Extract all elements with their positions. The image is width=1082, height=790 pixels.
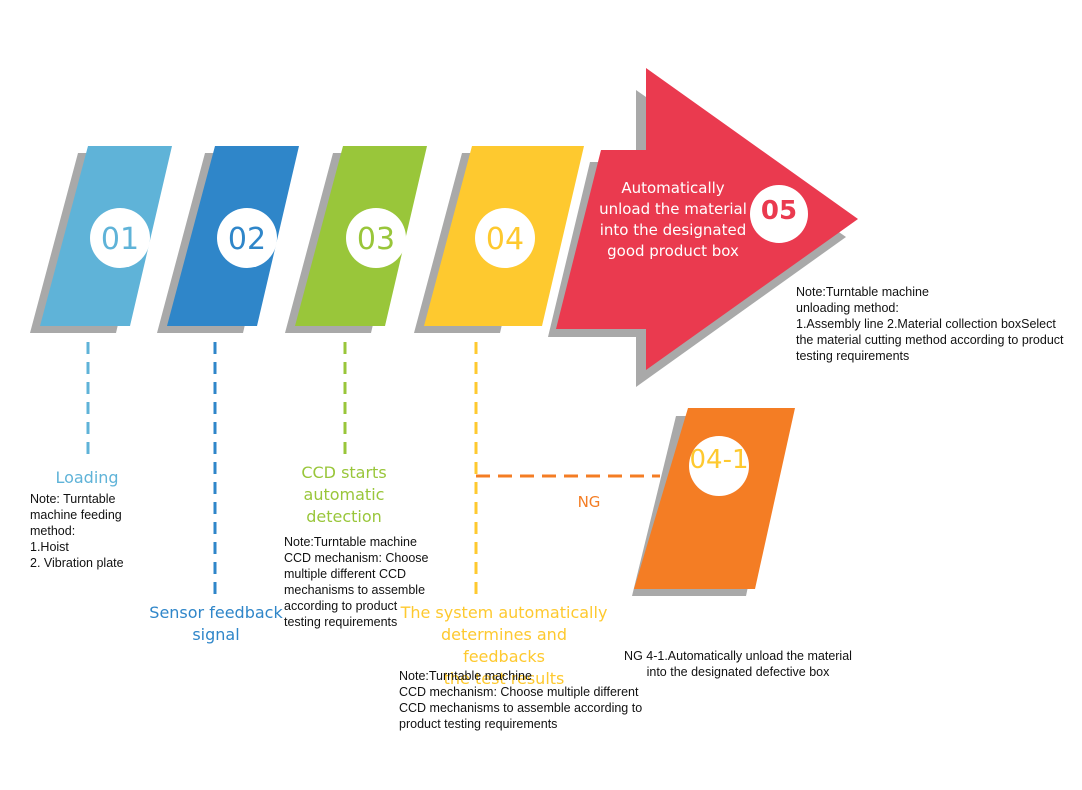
step-05-number: 05	[761, 196, 797, 226]
step-01-circle	[90, 208, 150, 268]
step-02-number: 02	[228, 222, 266, 257]
step-01-number: 01	[101, 222, 139, 257]
step-04-label: The system automatically determines and …	[400, 603, 608, 688]
step-03-note: Note:Turntable machine CCD mechanism: Ch…	[284, 535, 429, 629]
step-05-label: Automatically unload the material into t…	[599, 179, 747, 260]
step-04-circle	[475, 208, 535, 268]
step-03-number: 03	[357, 222, 395, 257]
step-01-label: Loading	[55, 468, 119, 487]
step-04-1-circle	[689, 436, 749, 496]
ng-branch-label: NG	[577, 493, 601, 511]
step-01-note: Note: Turntable machine feeding method: …	[30, 492, 124, 570]
step-04-1-parallelogram	[634, 408, 795, 589]
step-05-circle	[750, 185, 808, 243]
step-04-note: Note:Turntable machine CCD mechanism: Ch…	[399, 669, 643, 731]
step-04-1-note: NG 4-1.Automatically unload the material…	[624, 649, 852, 679]
step-05-arrow	[556, 68, 858, 370]
step-02-label: Sensor feedback signal	[149, 603, 283, 644]
step-05-note: Note:Turntable machine unloading method:…	[796, 285, 1064, 363]
step-02-circle	[217, 208, 277, 268]
step-03-label: CCD starts automatic detection	[301, 463, 387, 526]
step-04-1-number: 04-1	[689, 445, 748, 475]
step-03-circle	[346, 208, 406, 268]
step-04-number: 04	[486, 222, 524, 257]
